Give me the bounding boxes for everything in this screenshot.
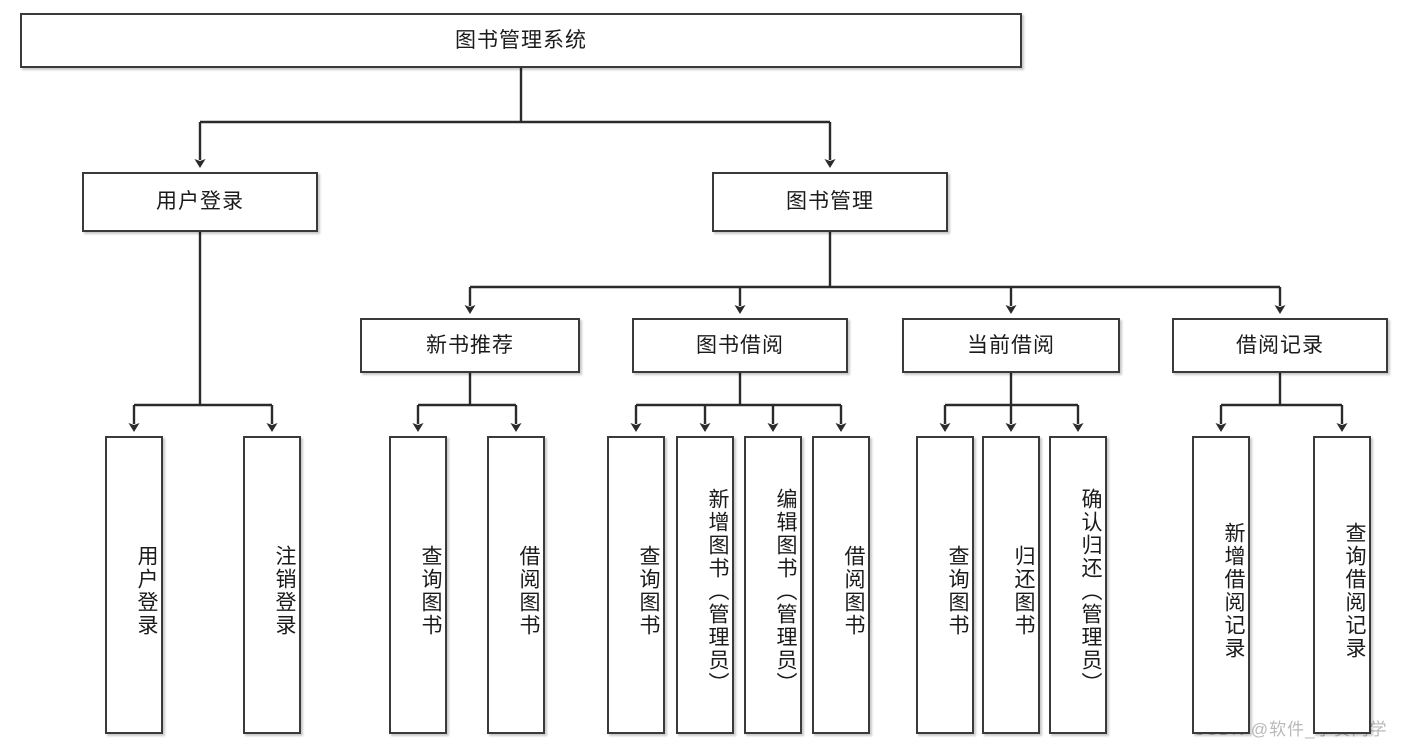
node-label: 借阅图书 xyxy=(517,545,540,637)
node-label: 图书管理 xyxy=(786,190,874,214)
node-label: 查询图书 xyxy=(946,545,969,637)
node-label: 编辑图书（管理员） xyxy=(774,487,797,695)
node-label: 借阅图书 xyxy=(842,545,865,637)
node-label: 图书管理系统 xyxy=(455,28,587,52)
node-label: 注销登录 xyxy=(273,545,296,637)
node-l-qryrec: 查询借阅记录 xyxy=(1313,436,1371,734)
node-label: 查询借阅记录 xyxy=(1343,522,1366,660)
node-label: 图书借阅 xyxy=(696,333,784,357)
node-label: 查询图书 xyxy=(419,545,442,637)
node-label: 用户登录 xyxy=(156,190,244,214)
node-label: 查询图书 xyxy=(637,545,660,637)
node-label: 新增借阅记录 xyxy=(1222,522,1245,660)
node-l-edit: 编辑图书（管理员） xyxy=(744,436,802,734)
node-l-query1: 查询图书 xyxy=(389,436,447,734)
node-l-query3: 查询图书 xyxy=(916,436,974,734)
node-label: 借阅记录 xyxy=(1236,333,1324,357)
node-label: 用户登录 xyxy=(135,545,158,637)
node-l-return: 归还图书 xyxy=(982,436,1040,734)
node-label: 归还图书 xyxy=(1012,545,1035,637)
node-l-query2: 查询图书 xyxy=(607,436,665,734)
node-current: 当前借阅 xyxy=(902,318,1120,373)
node-login: 用户登录 xyxy=(82,172,318,232)
node-newbook: 新书推荐 xyxy=(360,318,580,373)
node-l-borrow1: 借阅图书 xyxy=(487,436,545,734)
node-label: 新书推荐 xyxy=(426,333,514,357)
node-l-addrec: 新增借阅记录 xyxy=(1192,436,1250,734)
node-l-borrow2: 借阅图书 xyxy=(812,436,870,734)
node-records: 借阅记录 xyxy=(1172,318,1388,373)
node-l-login: 用户登录 xyxy=(105,436,163,734)
node-bookmgmt: 图书管理 xyxy=(712,172,948,232)
node-l-add: 新增图书（管理员） xyxy=(676,436,734,734)
node-borrow: 图书借阅 xyxy=(632,318,848,373)
node-label: 新增图书（管理员） xyxy=(706,487,729,695)
node-label: 当前借阅 xyxy=(967,333,1055,357)
node-l-confirm: 确认归还（管理员） xyxy=(1049,436,1107,734)
node-label: 确认归还（管理员） xyxy=(1079,487,1102,695)
node-root: 图书管理系统 xyxy=(20,13,1022,68)
node-l-logout: 注销登录 xyxy=(243,436,301,734)
